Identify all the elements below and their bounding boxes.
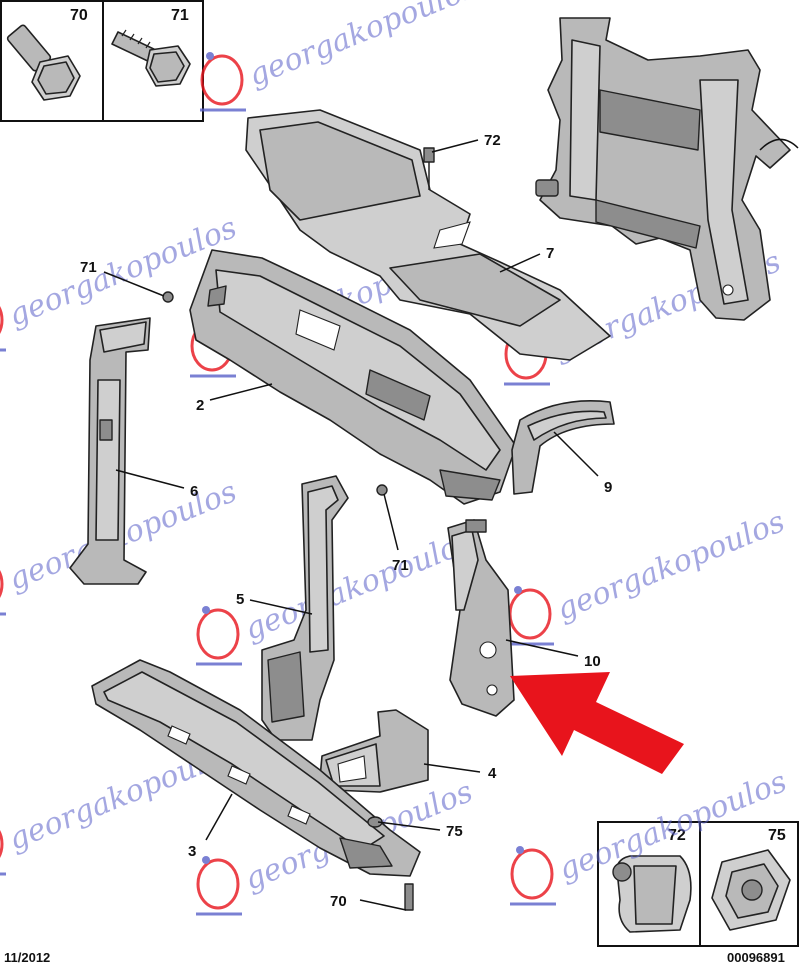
callout-4: 4 [488,765,497,782]
callout-71-top: 71 [80,259,97,276]
callout-3: 3 [188,843,196,860]
part-9-curved-bracket [511,400,615,495]
clip-72-on-panel-icon [423,147,435,190]
inset-label-71: 71 [171,7,189,24]
inset-box-bottom-right: 72 75 [597,821,799,947]
part-10-right-bracket [447,519,515,717]
watermark-text: georgakopoulos [244,0,482,93]
screw-71-top-icon [162,291,174,303]
callout-72: 72 [484,132,501,149]
part-6-left-bracket [69,317,151,585]
nut-75-icon [711,849,791,931]
watermark-stamp: georgakopoulos [200,0,482,112]
callout-6: 6 [190,483,198,500]
watermark-text: georgakopoulos [552,504,790,627]
part-5-middle-bracket [261,475,349,741]
callout-5: 5 [236,591,244,608]
callout-70: 70 [330,893,347,910]
callout-2: 2 [196,397,204,414]
watermark-logo-icon [200,52,246,112]
bolt-70-icon-small [404,883,414,911]
watermark-logo-icon [508,586,554,646]
watermark-stamp: georgakopoulos [508,504,790,646]
clip-72-icon [612,855,692,933]
inset-label-72: 72 [668,827,686,844]
callout-75: 75 [446,823,463,840]
date-code: 11/2012 [4,950,50,965]
red-arrow-icon [510,672,684,774]
callout-labels: 72 7 71 2 6 9 71 5 10 4 75 3 70 [80,132,612,910]
part-2-upper-crossmember [189,249,517,505]
inset-box-top-left: 70 71 [0,0,204,122]
watermark-logo-icon [0,570,6,616]
callout-9: 9 [604,479,612,496]
callout-7: 7 [546,245,554,262]
part-4-air-duct [319,709,429,793]
inset-label-75: 75 [768,827,786,844]
part-7-upper-deflector [245,109,611,361]
callout-10: 10 [584,653,601,670]
bolt-70-icon [6,24,81,101]
part-front-end-frame [535,17,799,321]
bolt-71-icon [111,29,191,87]
screw-71-middle-icon [376,484,388,496]
watermark-text: georgakopoulos [240,524,478,647]
leader-lines [103,139,599,911]
part-3-lower-crossmember [91,659,421,877]
reference-number: 00096891 [727,950,785,965]
watermark-logo-icon [0,830,6,876]
callout-71-middle: 71 [392,557,409,574]
watermark-logo-icon [196,856,242,916]
watermark-logo-icon [510,846,556,906]
inset-label-70: 70 [70,7,88,24]
watermark-logo-icon [0,306,6,352]
watermark-logo-icon [196,606,242,666]
